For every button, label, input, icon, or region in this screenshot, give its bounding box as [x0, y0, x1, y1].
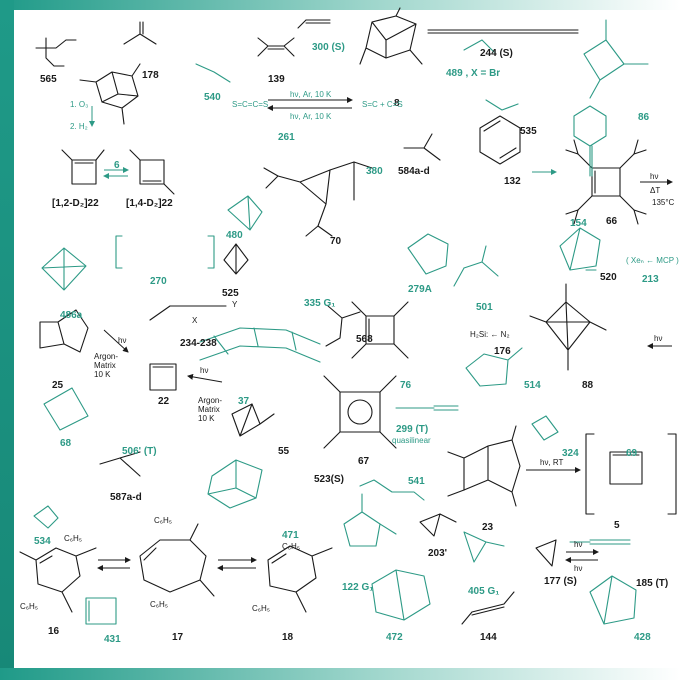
bottom-band	[0, 668, 680, 680]
label-565: 565	[40, 74, 57, 85]
label-534: 534	[34, 536, 51, 547]
label-67: 67	[358, 456, 370, 467]
annotation-ozone: 1. O₃	[70, 100, 89, 109]
label-8: 8	[394, 98, 400, 109]
label-471: 471	[282, 530, 299, 541]
label-17: 17	[172, 632, 184, 643]
label-405: 405 G₁	[468, 586, 500, 597]
annotation-s-c-c-s: S=C=C=S	[232, 100, 269, 109]
label-68: 68	[60, 438, 72, 449]
label-132: 132	[504, 176, 521, 187]
label-55: 55	[278, 446, 290, 457]
label-185: 185 (T)	[636, 578, 669, 589]
label-37: 37	[238, 396, 250, 407]
label-23: 23	[482, 522, 494, 533]
label-270: 270	[150, 276, 167, 287]
annotation-c6h5-17b: C₆H₅	[150, 600, 169, 609]
label-6: 6	[114, 160, 120, 171]
label-76: 76	[400, 380, 412, 391]
annotation-hv-25: hν	[118, 336, 127, 345]
annotation-hv-177-bottom: hν	[574, 564, 583, 573]
annotation-hv-ar-bottom: hν, Ar, 10 K	[290, 112, 332, 121]
label-428: 428	[634, 632, 651, 643]
annotation-c6h5-18b: C₆H₅	[252, 604, 271, 613]
annotation-y: Y	[232, 300, 238, 309]
label-5: 5	[614, 520, 620, 531]
label-213: 213	[642, 274, 659, 285]
label-584: 584a-d	[398, 166, 430, 177]
left-band	[0, 0, 14, 680]
label-520: 520	[600, 272, 617, 283]
label-489: 489 , X = Br	[446, 68, 501, 79]
annotation-quasilinear: quasilinear	[392, 436, 431, 445]
annotation-s-c-s: S=C + C=S	[362, 100, 403, 109]
annotation-temp: 135°C	[652, 198, 675, 207]
label-525: 525	[222, 288, 239, 299]
label-568: 568	[356, 334, 373, 345]
annotation-hydrogen: 2. H₂	[70, 122, 88, 131]
annotation-c6h5-16b: C₆H₅	[20, 602, 39, 611]
label-431: 431	[104, 634, 121, 645]
label-261: 261	[278, 132, 295, 143]
label-178: 178	[142, 70, 159, 81]
annotation-c6h5-16a: C₆H₅	[64, 534, 83, 543]
label-22: 22	[158, 396, 170, 407]
label-176: 176	[494, 346, 511, 357]
label-144: 144	[480, 632, 497, 643]
label-203: 203'	[428, 548, 448, 559]
annotation-hv-37: hν	[200, 366, 209, 375]
label-14d2: [1,4-D₂]22	[126, 198, 173, 209]
annotation-c6h5-17a: C₆H₅	[154, 516, 173, 525]
label-523: 523(S)	[314, 474, 345, 485]
label-514: 514	[524, 380, 541, 391]
label-540: 540	[204, 92, 221, 103]
annotation-hv-66: hν	[650, 172, 659, 181]
label-587: 587a-d	[110, 492, 142, 503]
top-band	[0, 0, 680, 10]
label-480: 480	[226, 230, 243, 241]
label-506: 506' (T)	[122, 446, 157, 457]
annotation-hv-ar-top: hν, Ar, 10 K	[290, 90, 332, 99]
label-300: 300 (S)	[312, 42, 345, 53]
label-154: 154	[570, 218, 587, 229]
annotation-c6h5-18a: C₆H₅	[282, 542, 301, 551]
label-234: 234-238	[180, 338, 217, 349]
label-324: 324	[562, 448, 579, 459]
label-25: 25	[52, 380, 64, 391]
label-299: 299 (T)	[396, 424, 429, 435]
label-12d2: [1,2-D₂]22	[52, 198, 99, 209]
annotation-h2si-n2: H₂Si: ← N₂	[470, 330, 510, 339]
annotation-delta-t: ΔT	[650, 186, 661, 195]
label-380: 380	[366, 166, 383, 177]
annotation-xe-mcp: ( Xeₙ ← MCP )	[626, 256, 679, 265]
label-66: 66	[606, 216, 618, 227]
label-535: 535	[520, 126, 537, 137]
label-244: 244 (S)	[480, 48, 513, 59]
label-122: 122 G₁	[342, 582, 374, 593]
annotation-hv-rt: hν, RT	[540, 458, 564, 467]
label-541: 541	[408, 476, 425, 487]
label-69: 69	[626, 448, 638, 459]
label-18: 18	[282, 632, 294, 643]
label-177: 177 (S)	[544, 576, 577, 587]
annotation-hv-right: hν	[654, 334, 663, 343]
label-139: 139	[268, 74, 285, 85]
label-88: 88	[582, 380, 594, 391]
annotation-argon-matrix: Argon- Matrix 10 K	[94, 352, 119, 379]
label-501: 501	[476, 302, 493, 313]
label-86: 86	[638, 112, 650, 123]
annotation-argon-matrix-2: Argon- Matrix 10 K	[198, 396, 223, 423]
annotation-x: X	[192, 316, 198, 325]
label-279a: 279A	[408, 284, 432, 295]
label-472: 472	[386, 632, 403, 643]
annotation-hv-177-top: hν	[574, 540, 583, 549]
label-486a: 486a	[60, 310, 83, 321]
label-70: 70	[330, 236, 342, 247]
label-335: 335 G₁	[304, 298, 336, 309]
label-16: 16	[48, 626, 60, 637]
